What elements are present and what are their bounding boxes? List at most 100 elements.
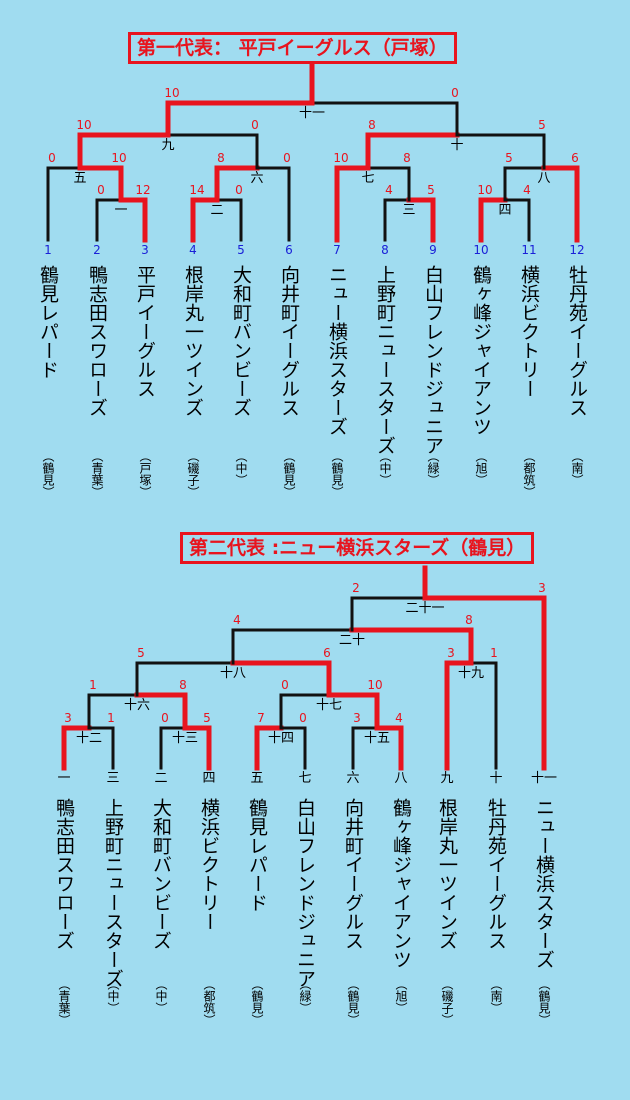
score-right: 5 — [203, 711, 211, 725]
team-area: （中） — [106, 978, 120, 1014]
match-label: 九 — [161, 138, 175, 153]
team-area: （緑） — [298, 978, 312, 1014]
team-name: 上野町ニュースターズ — [374, 265, 396, 455]
match-label: 十一 — [298, 106, 326, 121]
team-area: （中） — [234, 450, 248, 486]
team-area: （旭） — [394, 978, 408, 1014]
team-area: （都筑） — [202, 978, 216, 1026]
team-area: （南） — [489, 978, 503, 1014]
team-name: 向井町イーグルス — [278, 265, 300, 417]
team-name: 鶴ヶ峰ジャイアンツ — [390, 798, 412, 969]
score-left: 3 — [447, 646, 455, 660]
match-label: 十三 — [171, 731, 199, 746]
team-area: （鶴見） — [346, 978, 360, 1026]
match-label: 五 — [73, 171, 87, 186]
team-seed: 八 — [394, 771, 408, 786]
team-seed: 十一 — [530, 771, 558, 786]
team-name: ニュー横浜スターズ — [533, 798, 555, 969]
match-label: 二十一 — [405, 601, 445, 616]
score-left: 10 — [477, 183, 493, 197]
team-area: （中） — [378, 450, 392, 486]
team-seed: 十 — [489, 771, 503, 786]
match-label: 十 — [450, 138, 464, 153]
team-name: 牡丹苑イーグルス — [485, 798, 507, 950]
team-area: （磯子） — [186, 450, 200, 498]
score-left: 0 — [161, 711, 169, 725]
score-right: 0 — [283, 151, 291, 165]
match-label: 十八 — [219, 666, 247, 681]
score-right: 10 — [367, 678, 383, 692]
team-name: 横浜ビクトリー — [518, 265, 540, 398]
team-area: （緑） — [426, 450, 440, 486]
team-area: （南） — [570, 450, 584, 486]
team-name: 上野町ニュースターズ — [102, 798, 124, 988]
bracket2-title: 第二代表 :ニュー横浜スターズ（鶴見） — [180, 532, 535, 564]
score-left: 2 — [352, 581, 360, 595]
score-right: 1 — [490, 646, 498, 660]
score-left: 10 — [333, 151, 349, 165]
score-right: 8 — [179, 678, 187, 692]
score-right: 12 — [135, 183, 151, 197]
score-right: 5 — [538, 118, 546, 132]
score-left: 4 — [385, 183, 393, 197]
team-area: （青葉） — [57, 978, 71, 1026]
team-name: 鶴見レパード — [246, 798, 268, 912]
team-area: （磯子） — [440, 978, 454, 1026]
team-seed: 七 — [298, 771, 312, 786]
team-seed: 10 — [473, 243, 489, 257]
team-seed: 8 — [381, 243, 389, 257]
match-label: 七 — [361, 171, 375, 186]
team-area: （鶴見） — [537, 978, 551, 1026]
match-label: 六 — [250, 171, 264, 186]
team-name: 牡丹苑イーグルス — [566, 265, 588, 417]
score-left: 8 — [217, 151, 225, 165]
team-area: （鶴見） — [330, 450, 344, 498]
match-label: 十二 — [75, 731, 103, 746]
score-left: 1 — [89, 678, 97, 692]
score-left: 0 — [48, 151, 56, 165]
team-name: 鶴見レパード — [37, 265, 59, 379]
team-name: 根岸丸一ツインズ — [436, 798, 458, 950]
team-seed: 五 — [250, 771, 264, 786]
score-left: 3 — [64, 711, 72, 725]
score-left: 0 — [281, 678, 289, 692]
team-area: （戸塚） — [138, 450, 152, 498]
team-seed: 4 — [189, 243, 197, 257]
score-right: 5 — [427, 183, 435, 197]
score-left: 3 — [353, 711, 361, 725]
team-name: 鴨志田スワローズ — [86, 265, 108, 417]
team-area: （青葉） — [90, 450, 104, 498]
team-name: 白山フレンドジュニア — [294, 798, 316, 988]
score-right: 1 — [107, 711, 115, 725]
team-name: 向井町イーグルス — [342, 798, 364, 950]
team-name: 白山フレンドジュニア — [422, 265, 444, 455]
team-seed: 12 — [569, 243, 585, 257]
match-label: 十五 — [363, 731, 391, 746]
team-seed: 5 — [237, 243, 245, 257]
team-area: （鶴見） — [250, 978, 264, 1026]
score-right: 0 — [299, 711, 307, 725]
score-left: 8 — [368, 118, 376, 132]
score-right: 3 — [538, 581, 546, 595]
team-seed: 6 — [285, 243, 293, 257]
team-area: （都筑） — [522, 450, 536, 498]
team-seed: 四 — [202, 771, 216, 786]
team-seed: 3 — [141, 243, 149, 257]
score-right: 0 — [251, 118, 259, 132]
match-label: 四 — [498, 203, 512, 218]
team-name: 大和町バンビーズ — [230, 265, 252, 417]
score-right: 4 — [395, 711, 403, 725]
score-right: 0 — [235, 183, 243, 197]
team-seed: 六 — [346, 771, 360, 786]
team-seed: 1 — [44, 243, 52, 257]
team-name: 鴨志田スワローズ — [53, 798, 75, 950]
team-seed: 九 — [440, 771, 454, 786]
score-right: 8 — [465, 613, 473, 627]
team-seed: 一 — [57, 771, 71, 786]
team-seed: 7 — [333, 243, 341, 257]
match-label: 十九 — [457, 666, 485, 681]
score-right: 6 — [323, 646, 331, 660]
score-left: 5 — [505, 151, 513, 165]
